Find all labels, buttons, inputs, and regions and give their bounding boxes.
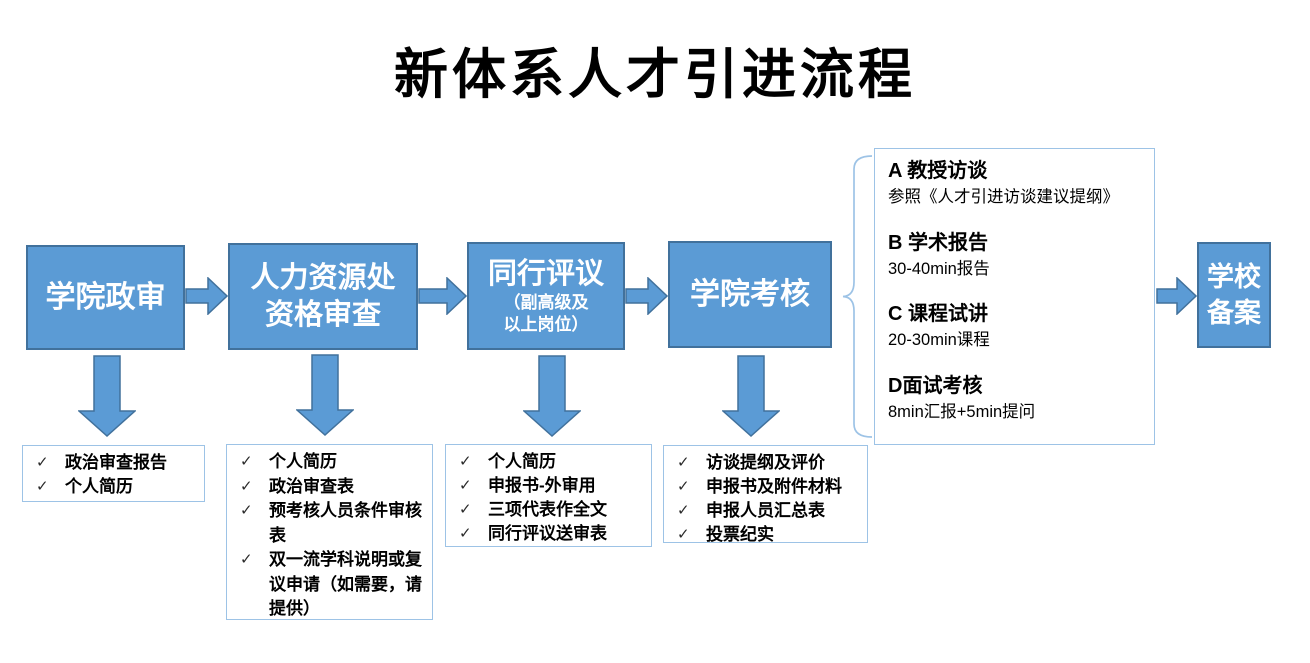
right-arrow-icon [1156, 277, 1197, 315]
detail-heading: C 课程试讲 [888, 303, 988, 326]
checklist-peer-review: ✓ 个人简历 ✓ 申报书-外审用 ✓ 三项代表作全文 ✓ 同行评议送审表 [445, 444, 652, 547]
detail-group-trial-lecture: C 课程试讲 20-30min课程 [888, 303, 1141, 351]
checklist-text: 申报书及附件材料 [706, 477, 842, 496]
step-box-college-assessment[interactable]: 学院考核 [668, 241, 832, 348]
step-label: 同行评议 [487, 257, 604, 290]
step-sublabel: （副高级及 [503, 293, 589, 313]
check-icon: ✓ [677, 502, 690, 519]
step-label: 备案 [1207, 298, 1261, 328]
detail-heading: D面试考核 [888, 374, 983, 397]
list-item: ✓ 申报人员汇总表 [670, 499, 861, 523]
check-icon: ✓ [677, 526, 690, 543]
list-item: ✓ 三项代表作全文 [452, 498, 645, 522]
step-box-peer-review[interactable]: 同行评议 （副高级及 以上岗位） [467, 242, 625, 350]
checklist-text: 预考核人员条件审核表 [269, 501, 422, 545]
detail-desc: 参照《人才引进访谈建议提纲》 [888, 188, 1119, 206]
brace-connector [842, 155, 873, 438]
step-label: 人力资源处 [250, 262, 396, 295]
checklist-text: 政治审查表 [269, 476, 354, 496]
checklist-text: 个人简历 [269, 452, 337, 471]
checklist-text: 个人简历 [488, 452, 556, 471]
down-arrow-icon [523, 355, 581, 437]
check-icon: ✓ [240, 502, 253, 519]
check-icon: ✓ [459, 501, 472, 518]
list-item: ✓ 政治审查表 [233, 475, 426, 500]
detail-desc: 8min汇报+5min提问 [888, 402, 1036, 421]
list-item: ✓ 个人简历 [452, 450, 645, 474]
detail-desc: 30-40min报告 [888, 259, 990, 278]
checklist-text: 政治审查报告 [65, 453, 167, 472]
checklist-text: 申报人员汇总表 [706, 501, 825, 520]
check-icon: ✓ [36, 454, 49, 471]
detail-group-interview-assessment: D面试考核 8min汇报+5min提问 [888, 375, 1141, 423]
check-icon: ✓ [677, 478, 690, 495]
checklist-college-assessment: ✓ 访谈提纲及评价 ✓ 申报书及附件材料 ✓ 申报人员汇总表 ✓ 投票纪实 [663, 445, 868, 544]
step-box-hr-qualification-review[interactable]: 人力资源处 资格审查 [228, 243, 418, 350]
checklist-text: 个人简历 [65, 477, 133, 496]
list-item: ✓ 访谈提纲及评价 [670, 451, 861, 475]
checklist-text: 投票纪实 [706, 525, 774, 544]
step-label: 学校 [1207, 261, 1261, 292]
check-icon: ✓ [677, 454, 690, 471]
step-label: 资格审查 [264, 298, 381, 331]
right-arrow-icon [185, 277, 228, 315]
check-icon: ✓ [459, 477, 472, 494]
list-item: ✓ 申报书-外审用 [452, 474, 645, 498]
checklist-text: 同行评议送审表 [488, 524, 607, 543]
checklist-text: 申报书-外审用 [488, 476, 596, 495]
checklist-college-political-review: ✓ 政治审查报告 ✓ 个人简历 [22, 445, 205, 502]
list-item: ✓ 双一流学科说明或复议申请（如需要，请提供） [233, 548, 426, 622]
detail-group-academic-report: B 学术报告 30-40min报告 [888, 232, 1141, 280]
checklist-text: 三项代表作全文 [488, 500, 607, 519]
down-arrow-icon [296, 354, 354, 436]
list-item: ✓ 申报书及附件材料 [670, 475, 861, 499]
detail-heading: B 学术报告 [888, 231, 988, 254]
check-icon: ✓ [36, 478, 49, 495]
step-label: 学院考核 [690, 277, 810, 311]
list-item: ✓ 政治审查报告 [29, 451, 198, 475]
list-item: ✓ 同行评议送审表 [452, 522, 645, 546]
right-arrow-icon [625, 277, 668, 315]
page-title: 新体系人才引进流程 [394, 45, 916, 105]
step-box-school-filing[interactable]: 学校 备案 [1197, 242, 1271, 348]
list-item: ✓ 个人简历 [29, 475, 198, 499]
down-arrow-icon [722, 355, 780, 437]
check-icon: ✓ [459, 525, 472, 542]
right-arrow-icon [418, 277, 467, 315]
checklist-text: 访谈提纲及评价 [706, 453, 825, 472]
check-icon: ✓ [240, 477, 253, 495]
check-icon: ✓ [240, 551, 253, 568]
checklist-text: 双一流学科说明或复议申请（如需要，请提供） [269, 550, 422, 618]
checklist-hr-qualification-review: ✓ 个人简历 ✓ 政治审查表 ✓ 预考核人员条件审核表 ✓ 双一流学科说明或复议… [226, 444, 433, 620]
detail-desc: 20-30min课程 [888, 331, 990, 350]
check-icon: ✓ [240, 453, 253, 470]
step-sublabel: 以上岗位） [503, 315, 589, 335]
down-arrow-icon [78, 355, 136, 437]
list-item: ✓ 个人简历 [233, 450, 426, 475]
detail-group-professor-interview: A 教授访谈 参照《人才引进访谈建议提纲》 [888, 160, 1141, 208]
detail-heading: A 教授访谈 [888, 160, 988, 182]
check-icon: ✓ [459, 453, 472, 470]
step-label: 学院政审 [45, 280, 166, 314]
assessment-detail-panel: A 教授访谈 参照《人才引进访谈建议提纲》 B 学术报告 30-40min报告 … [874, 148, 1155, 445]
step-box-college-political-review[interactable]: 学院政审 [26, 245, 185, 350]
list-item: ✓ 预考核人员条件审核表 [233, 499, 426, 548]
list-item: ✓ 投票纪实 [670, 523, 861, 547]
